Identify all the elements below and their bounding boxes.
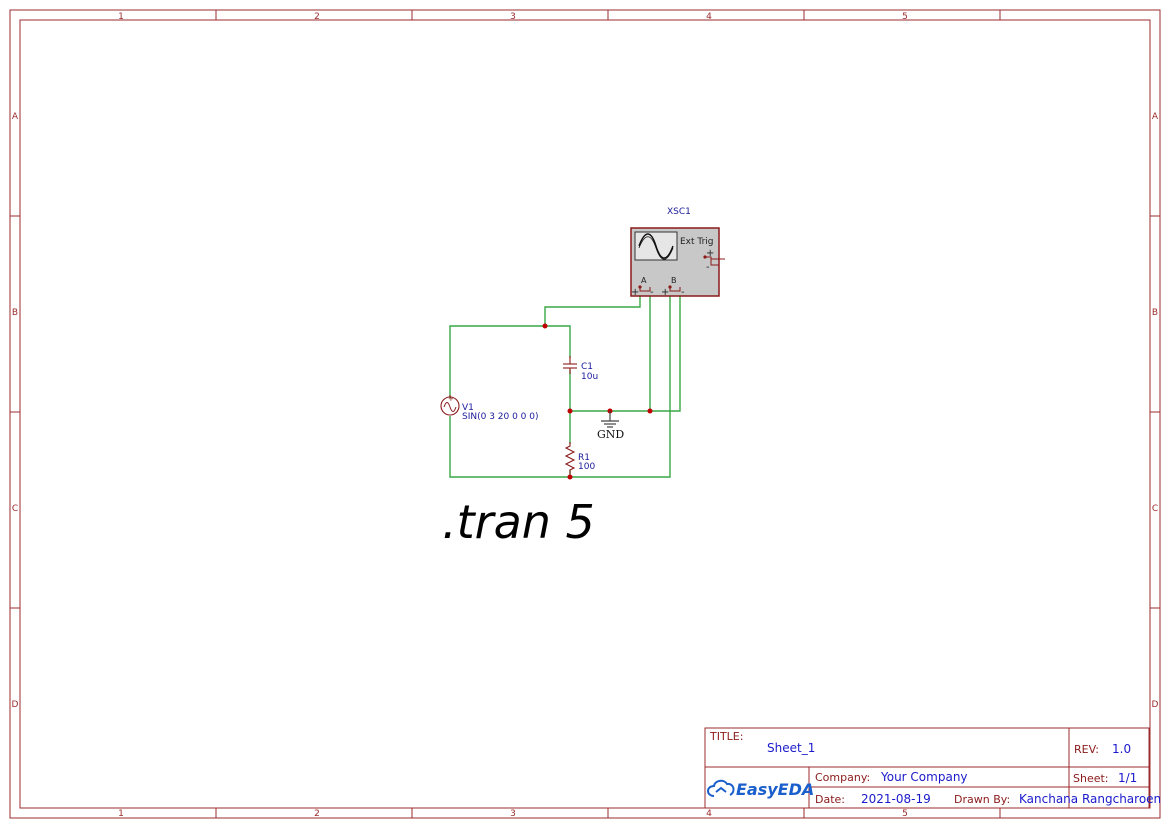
col-label-bottom-1: 1 (118, 809, 124, 819)
logo-text: EasyEDA (736, 780, 814, 799)
capacitor-c1[interactable]: C1 10u (563, 356, 598, 382)
col-label-top-4: 4 (706, 12, 712, 22)
sheet-value: 1/1 (1118, 771, 1137, 785)
col-label-bottom-4: 4 (706, 809, 712, 819)
gnd-label: GND (597, 428, 624, 441)
rev-value: 1.0 (1112, 742, 1131, 756)
date-value: 2021-08-19 (861, 792, 931, 806)
inner-frame (19, 19, 1151, 809)
voltage-source-v1[interactable]: + V1 SIN(0 3 20 0 0 0) (440, 395, 539, 422)
scope-a-plus: + (631, 287, 639, 298)
r1-value-label: 100 (578, 462, 595, 472)
col-label-top-1: 1 (118, 12, 124, 22)
company-value: Your Company (880, 770, 968, 784)
v1-value-label: SIN(0 3 20 0 0 0) (462, 412, 539, 422)
scope-channel-b-label: B (671, 276, 677, 285)
title-label: TITLE: (709, 730, 743, 743)
junction-dot (567, 408, 573, 414)
col-label-bottom-5: 5 (902, 809, 908, 819)
row-label-left-c: C (12, 504, 18, 514)
col-label-top-3: 3 (510, 12, 516, 22)
easyeda-logo: EasyEDA (707, 779, 814, 799)
row-label-right-a: A (1152, 112, 1159, 122)
junction-dot (542, 323, 548, 329)
title-block: TITLE: Sheet_1 REV: 1.0 EasyEDA Company:… (704, 727, 1161, 809)
col-label-bottom-2: 2 (314, 809, 320, 819)
wires[interactable] (449, 290, 681, 478)
wire-v1-to-c1[interactable] (449, 325, 571, 398)
oscilloscope-xsc1[interactable]: XSC1 Ext Trig + - A B + - + - (630, 207, 725, 298)
wire-node-to-scope-b-minus[interactable] (570, 290, 681, 412)
row-label-right-d: D (1152, 700, 1159, 710)
resistor-zigzag-icon (564, 442, 576, 474)
ext-trig-pin[interactable] (705, 256, 719, 266)
column-ticks (215, 10, 1001, 818)
sheet-label: Sheet: (1073, 772, 1109, 785)
scope-ref-label: XSC1 (667, 207, 691, 217)
col-label-top-2: 2 (314, 12, 320, 22)
scope-trig-plus: + (706, 248, 714, 259)
row-label-left-d: D (12, 700, 19, 710)
r1-ref-label: R1 (578, 453, 590, 463)
title-value: Sheet_1 (767, 741, 815, 755)
drawn-by-label: Drawn By: (954, 793, 1010, 806)
junction-dot (647, 408, 653, 414)
ground-symbol[interactable]: GND (597, 411, 624, 441)
row-label-right-b: B (1152, 308, 1158, 318)
sine-wave-icon (638, 233, 674, 259)
wire-v1-to-scope-b-plus[interactable] (449, 290, 671, 478)
scope-channel-a-label: A (641, 276, 647, 285)
junction-dot (567, 474, 573, 480)
row-ticks (10, 215, 1160, 609)
outer-frame (9, 9, 1161, 819)
date-label: Date: (815, 793, 845, 806)
junctions (542, 323, 653, 480)
scope-b-minus: - (681, 287, 685, 298)
resistor-r1[interactable]: R1 100 (564, 442, 595, 474)
spice-directive[interactable]: .tran 5 (442, 495, 595, 549)
col-label-bottom-3: 3 (510, 809, 516, 819)
company-label: Company: (815, 771, 870, 784)
drawn-by-value: Kanchana Rangcharoen (1019, 792, 1161, 806)
svg-text:+: + (448, 395, 454, 403)
row-label-right-c: C (1152, 504, 1158, 514)
col-label-top-5: 5 (902, 12, 908, 22)
ac-source-icon (440, 396, 460, 416)
c1-ref-label: C1 (581, 362, 593, 372)
scope-b-plus: + (661, 287, 669, 298)
row-label-left-a: A (12, 112, 19, 122)
rev-label: REV: (1074, 743, 1099, 756)
scope-a-minus: - (650, 287, 654, 298)
cloud-icon (707, 779, 735, 797)
row-label-left-b: B (12, 308, 18, 318)
c1-value-label: 10u (581, 372, 598, 382)
v1-ref-label: V1 (462, 403, 474, 413)
scope-trig-minus: - (706, 262, 710, 273)
scope-ext-trig-label: Ext Trig (680, 237, 714, 247)
wire-node-to-scope-a-plus[interactable] (544, 290, 641, 326)
